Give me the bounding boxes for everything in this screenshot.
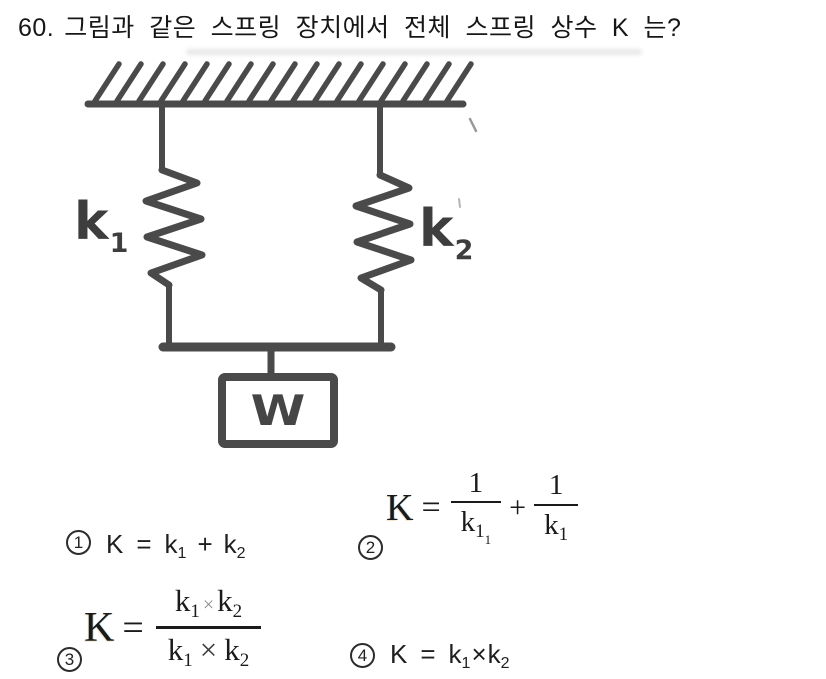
choice3-fraction: k1×k2 k1×k2 (155, 583, 262, 671)
spring1-label-base: k (74, 192, 109, 252)
spring1-label-sub: 1 (109, 228, 129, 259)
choice4-k2-sub: 2 (500, 655, 510, 672)
choice3-formula: K = k1×k2 k1×k2 (84, 583, 262, 671)
choice1-k1-sub: 1 (177, 545, 187, 562)
choice2-frac2-den-base: k (544, 508, 559, 541)
choice1-marker-number: 1 (73, 532, 84, 552)
choice3-marker: 3 (57, 647, 82, 672)
choice4-marker-number: 4 (357, 645, 368, 665)
choice3-num-k1: k (174, 583, 191, 618)
scan-smudge (186, 49, 642, 55)
spring2-coil (352, 101, 415, 351)
choice2-frac2-num: 1 (548, 469, 564, 502)
choice1-op: + (197, 529, 213, 559)
choice4-k1: k (448, 639, 462, 669)
choice1-k2-sub: 2 (236, 545, 246, 562)
choice3-den-k1: k (167, 631, 184, 667)
choice3-lhs: K (84, 604, 115, 651)
choice3-marker-number: 3 (64, 649, 75, 669)
choice4-marker: 4 (350, 643, 375, 668)
choice3-num-k2-sub: 2 (232, 601, 243, 622)
choice4-formula: K=k1×k2 (390, 639, 510, 673)
choice4-eq: = (420, 639, 436, 669)
choice4-op: × (471, 639, 487, 669)
question-text: 그림과 같은 스프링 장치에서 전체 스프링 상수 K 는? (64, 14, 682, 42)
choice2-marker-number: 2 (365, 537, 376, 557)
scan-marks (458, 117, 478, 208)
choice3-den-k1-sub: 1 (183, 649, 193, 671)
choice1-k1: k (164, 529, 178, 559)
choice3-den-op: × (199, 631, 218, 667)
choice2-frac1-den-sub: 1 (475, 521, 485, 543)
choice3-num-k1-sub: 1 (190, 601, 200, 622)
choice2-frac2-den-sub: 1 (558, 523, 569, 545)
ceiling-hatch-icon (92, 61, 474, 104)
choice1-lhs: K (106, 529, 124, 559)
choice1-formula: K=k1+k2 (106, 529, 246, 563)
choice2-eq: = (421, 488, 441, 526)
spring1-coil (142, 101, 206, 351)
choice2-formula: K = 1 k11 + 1 k1 (386, 467, 579, 548)
choice2-op: + (509, 490, 527, 524)
choice3-den-k2: k (224, 631, 240, 667)
choice3-num-k2: k (217, 583, 233, 618)
choice2-frac2-den: k1 (534, 503, 579, 545)
choice3-frac-num: k1×k2 (163, 583, 254, 626)
spring2-label-sub: 2 (454, 235, 474, 266)
question-title: 60. 그림과 같은 스프링 장치에서 전체 스프링 상수 K 는? (18, 8, 681, 44)
choice2-marker: 2 (358, 535, 383, 560)
choice3-num-op: × (202, 594, 215, 616)
weight-label: W (250, 385, 306, 435)
choice1-k2: k (223, 529, 237, 559)
choice2-lhs: K (386, 486, 414, 529)
choice4-lhs: K (390, 639, 408, 669)
choice3-den-k2-sub: 2 (239, 649, 250, 671)
choice3-frac-den: k1×k2 (155, 625, 262, 671)
choice2-fraction2: 1 k1 (534, 469, 579, 545)
spring2-label-base: k (419, 199, 454, 259)
choice4-k2: k (487, 639, 501, 669)
choice2-frac1-num: 1 (468, 467, 484, 499)
weight-box (218, 373, 338, 448)
choice1-marker: 1 (66, 530, 91, 555)
choice2-frac1-den-base: k (460, 506, 476, 539)
choice2-fraction1: 1 k11 (450, 467, 502, 548)
spring2-label: k2 (419, 203, 473, 264)
choice2-frac1-den: k11 (450, 501, 502, 548)
spring1-label: k1 (74, 196, 128, 257)
choice4-k1-sub: 1 (461, 655, 471, 672)
question-number: 60. (18, 14, 55, 42)
choice3-eq: = (122, 606, 144, 649)
choice1-eq: = (136, 529, 152, 559)
choice2-frac1-den-subsub: 1 (484, 532, 492, 548)
